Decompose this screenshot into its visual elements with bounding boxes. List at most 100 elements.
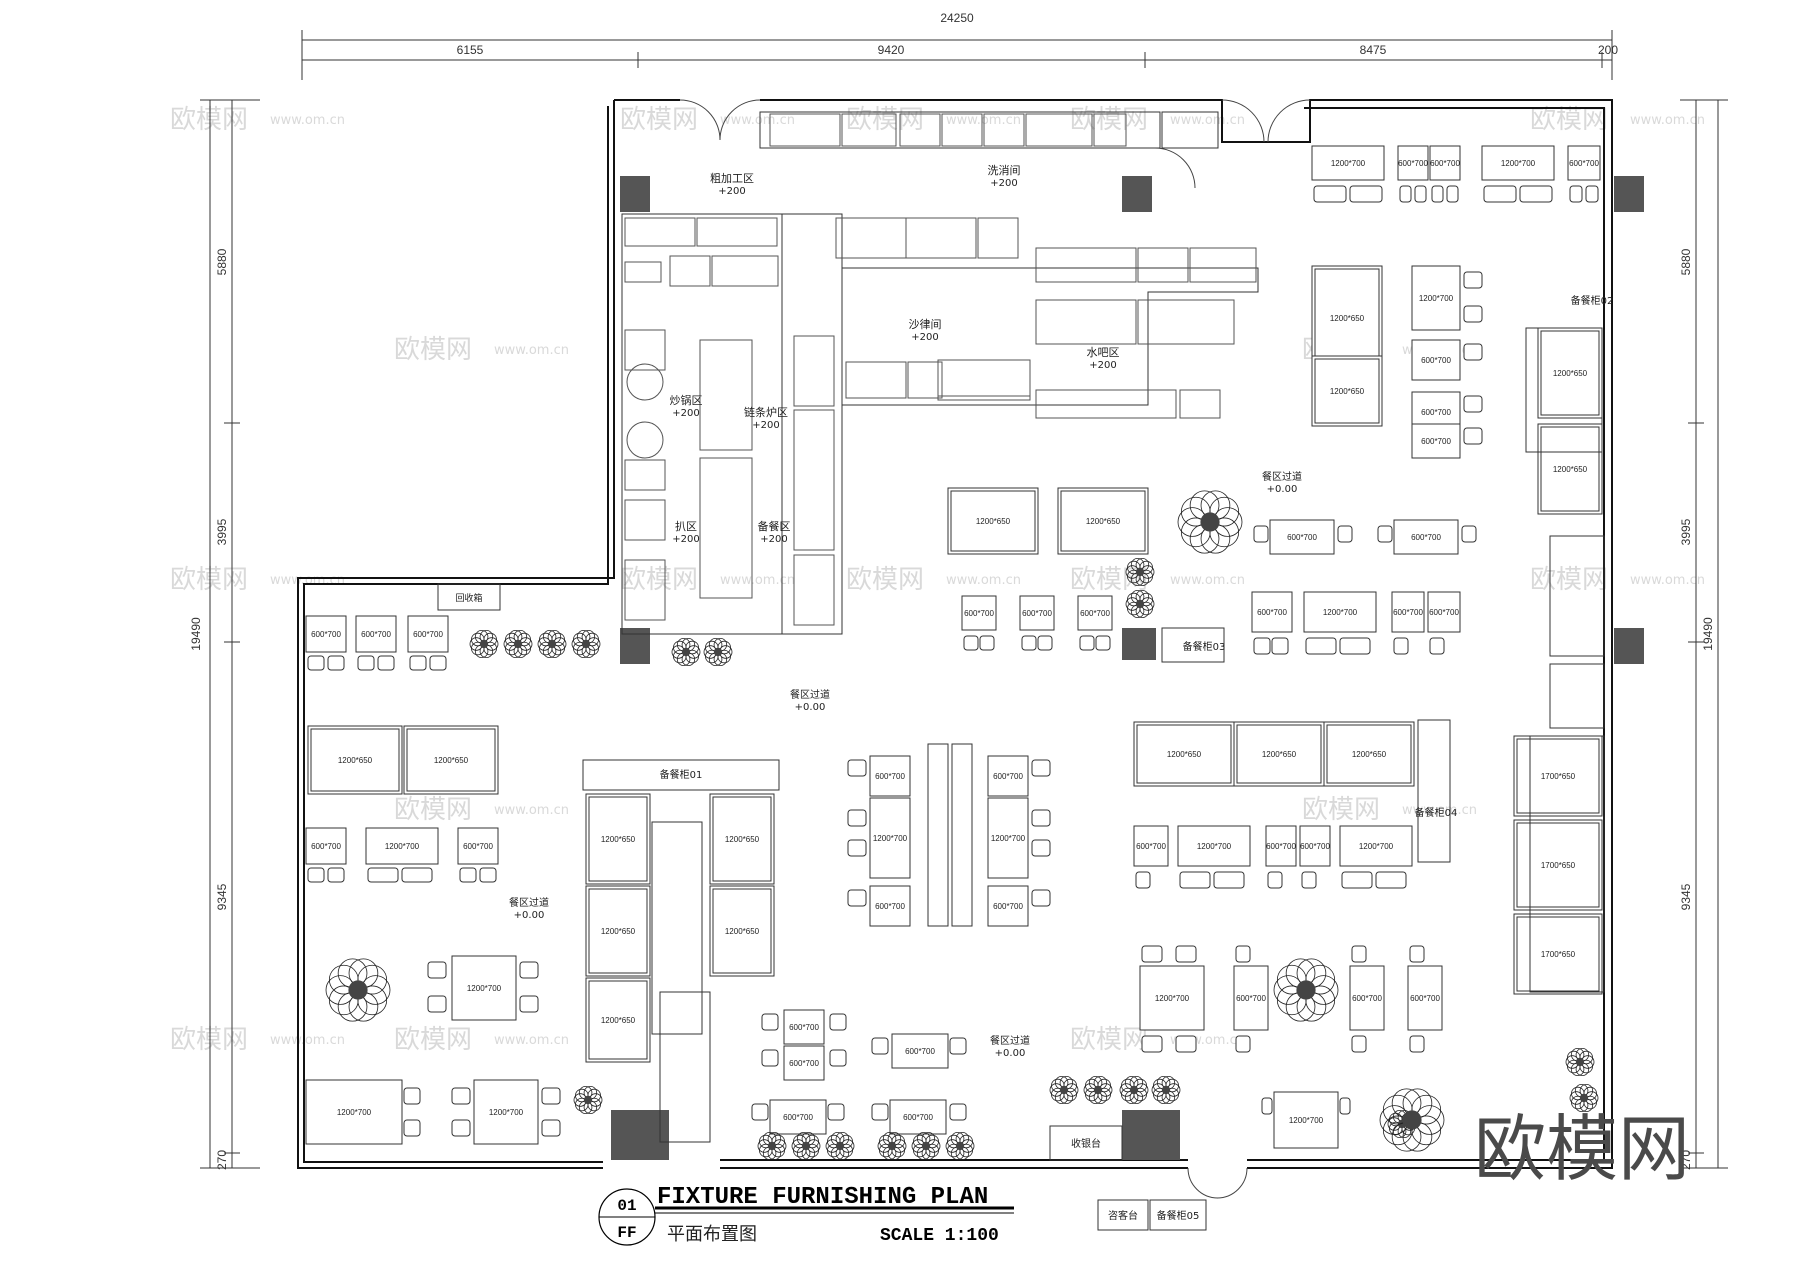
chair [377, 655, 395, 671]
chair [949, 1103, 967, 1121]
dim-left-3: 9345 [215, 883, 229, 910]
drawing-code: FF [617, 1224, 636, 1242]
title-block [598, 1188, 1014, 1246]
watermark-text: 欧模网 [394, 335, 472, 365]
zone-level: +200 [911, 332, 938, 343]
zone-level: +200 [1089, 360, 1116, 371]
chair [963, 635, 979, 651]
dim-overall: 24250 [940, 11, 974, 25]
dining-table: 600*700 [987, 885, 1051, 927]
door-swings [679, 99, 1311, 1199]
chair [307, 655, 325, 671]
dim-left-4: 270 [215, 1150, 229, 1170]
chair [1141, 945, 1163, 963]
table-size-label: 1200*650 [434, 756, 469, 765]
zone-level: +200 [672, 408, 699, 419]
dim-right-total: 19490 [1701, 617, 1715, 651]
dining-table: 600*700 [961, 595, 997, 651]
table-size-label: 600*700 [1352, 994, 1382, 1003]
dining-table: 600*700 [407, 615, 449, 671]
chair [1585, 185, 1599, 203]
table-size-label: 600*700 [1421, 356, 1451, 365]
plant-icon [791, 1131, 821, 1161]
table-size-label: 600*700 [1411, 533, 1441, 542]
chair [403, 1087, 421, 1105]
dining-table: 1200*700 [847, 797, 911, 879]
plant-icon [757, 1131, 787, 1161]
plant-icon [911, 1131, 941, 1161]
zone-level: +0.00 [795, 702, 826, 713]
drawing-number: 01 [617, 1197, 636, 1215]
table-size-label: 1200*700 [1331, 159, 1366, 168]
watermark-site: www.om.cn [494, 1033, 569, 1048]
chair [1569, 185, 1583, 203]
booth-seat: 1200*650 [585, 977, 651, 1063]
dining-table: 600*700 [1427, 591, 1461, 655]
plant-icon [571, 629, 601, 659]
plant-icon [945, 1131, 975, 1161]
recycle-bin-label: 回收箱 [455, 592, 482, 604]
plant-icon [1273, 958, 1339, 1022]
plant-icon [503, 629, 533, 659]
dining-table: 1200*700 [1139, 945, 1205, 1053]
chair [1463, 305, 1483, 323]
dining-table: 1200*700 [1261, 1091, 1351, 1149]
chair [459, 867, 477, 883]
booth-seat: 1200*650 [709, 793, 775, 885]
table-size-label: 1700*650 [1541, 950, 1576, 959]
dining-table: 1200*700 [1303, 591, 1377, 655]
table-size-label: 1200*650 [1086, 517, 1121, 526]
watermark-site: www.om.cn [720, 573, 795, 588]
table-size-label: 600*700 [783, 1113, 813, 1122]
plant-icon [1049, 1075, 1079, 1105]
plant-icon [537, 629, 567, 659]
watermark-site: www.om.cn [270, 1033, 345, 1048]
dining-table: 600*700 [1397, 145, 1429, 203]
chair [1213, 871, 1245, 889]
table-size-label: 1200*650 [725, 927, 760, 936]
chair [427, 995, 447, 1013]
chair [1261, 1097, 1273, 1115]
plant-icon [1379, 1088, 1445, 1152]
table-size-label: 1200*650 [1553, 465, 1588, 474]
dining-table: 1200*700 [1411, 265, 1483, 331]
table-size-label: 1200*700 [873, 834, 908, 843]
chair [1031, 839, 1051, 857]
chair [979, 635, 995, 651]
booth-seat: 1700*650 [1513, 735, 1603, 817]
station-label-05: 备餐柜05 [1157, 1209, 1200, 1222]
dining-table: 1200*700 [1339, 825, 1413, 889]
watermark-site: www.om.cn [1630, 113, 1705, 128]
chair [1519, 185, 1553, 203]
table-size-label: 600*700 [1300, 842, 1330, 851]
watermark-logo: 欧模网 [1474, 1107, 1690, 1191]
chair [829, 1013, 847, 1031]
plant-icon [825, 1131, 855, 1161]
chair [1031, 889, 1051, 907]
chair [1337, 525, 1353, 543]
dining-table: 600*700 [1567, 145, 1601, 203]
watermark-site: www.om.cn [1170, 113, 1245, 128]
table-size-label: 600*700 [1421, 408, 1451, 417]
dining-table: 1200*700 [1177, 825, 1251, 889]
booth-seat: 1200*650 [1311, 265, 1383, 371]
dining-table: 600*700 [1133, 825, 1169, 889]
chair [1414, 185, 1427, 203]
dining-table: 600*700 [1253, 519, 1353, 555]
dining-table: 600*700 [847, 885, 911, 927]
plant-icon [1569, 1083, 1599, 1113]
table-size-label: 600*700 [1257, 608, 1287, 617]
dining-table: 600*700 [1349, 945, 1385, 1053]
table-size-label: 600*700 [964, 609, 994, 618]
chair [429, 655, 447, 671]
chair [829, 1049, 847, 1067]
watermark-site: www.om.cn [946, 113, 1021, 128]
chair [1141, 1035, 1163, 1053]
table-size-label: 600*700 [789, 1059, 819, 1068]
table-size-label: 600*700 [413, 630, 443, 639]
booth-seat: 1200*650 [1133, 721, 1235, 787]
drawing-scale: SCALE 1:100 [880, 1226, 999, 1246]
table-size-label: 1200*700 [1419, 294, 1454, 303]
table-size-label: 600*700 [311, 842, 341, 851]
